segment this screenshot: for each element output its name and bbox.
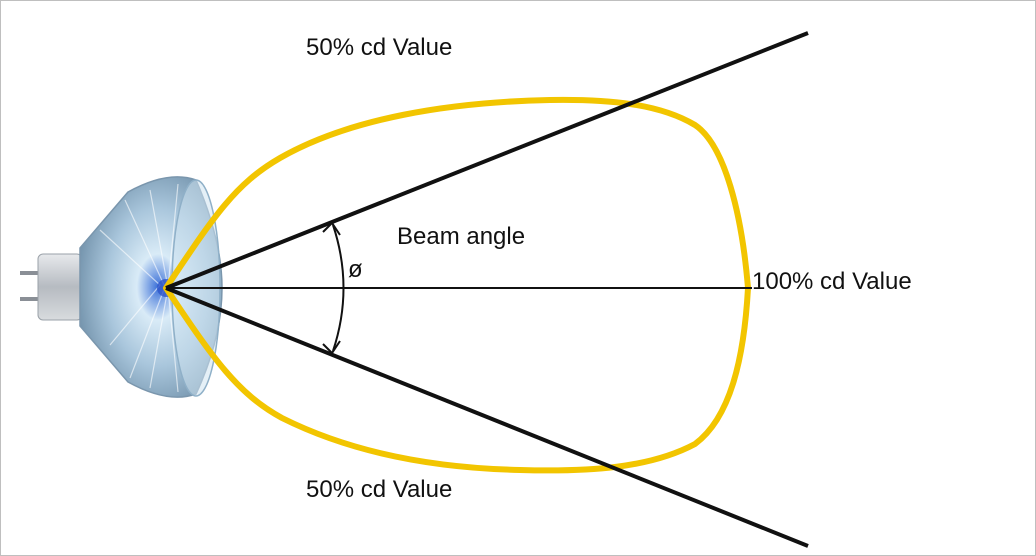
beam-edge-upper-line	[165, 31, 809, 290]
angle-arrow-bottom	[322, 340, 341, 355]
beam-distribution-curve	[163, 96, 751, 474]
lamp-base	[37, 253, 83, 321]
label-beam-angle: Beam angle	[397, 223, 525, 250]
pin-bottom	[20, 297, 42, 301]
label-top-50-percent: 50% cd Value	[306, 34, 452, 61]
label-bottom-50-percent: 50% cd Value	[306, 476, 452, 503]
pin-top	[20, 271, 42, 275]
label-angle-symbol: ø	[348, 256, 363, 283]
label-100-percent: 100% cd Value	[752, 268, 912, 295]
angle-arc	[332, 224, 345, 352]
angle-arrow-top	[322, 221, 341, 236]
beam-edge-lower-line	[165, 286, 809, 548]
